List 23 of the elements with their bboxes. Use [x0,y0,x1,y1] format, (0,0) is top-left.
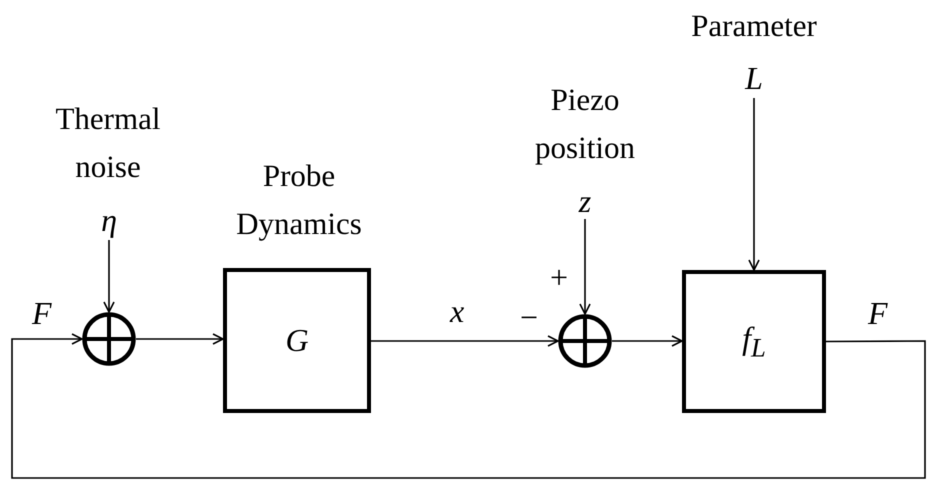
summing-junction [558,314,612,368]
arrow [371,335,559,347]
sign-label: − [520,300,538,334]
arrow [136,333,224,345]
block-caption: Piezo position [534,81,636,167]
block-symbol: f$_{L}$ [742,320,766,364]
arrow [612,335,683,347]
signal-label: F [32,296,52,330]
signal-symbol: η [96,200,122,240]
block-caption: Thermal noise [54,100,162,186]
arrow [579,219,591,315]
block-caption: Probe Dynamics [235,157,363,243]
signal-symbol: L [739,58,769,98]
block-caption: Parameter [690,7,818,45]
sign-label: + [550,260,568,294]
summing-junction [82,312,136,366]
block-symbol: G [285,322,309,359]
transfer-block [223,268,371,413]
transfer-block [682,270,826,413]
arrow [748,98,760,271]
signal-symbol: z [573,183,597,219]
arrow [103,240,115,313]
arrow [11,333,926,479]
